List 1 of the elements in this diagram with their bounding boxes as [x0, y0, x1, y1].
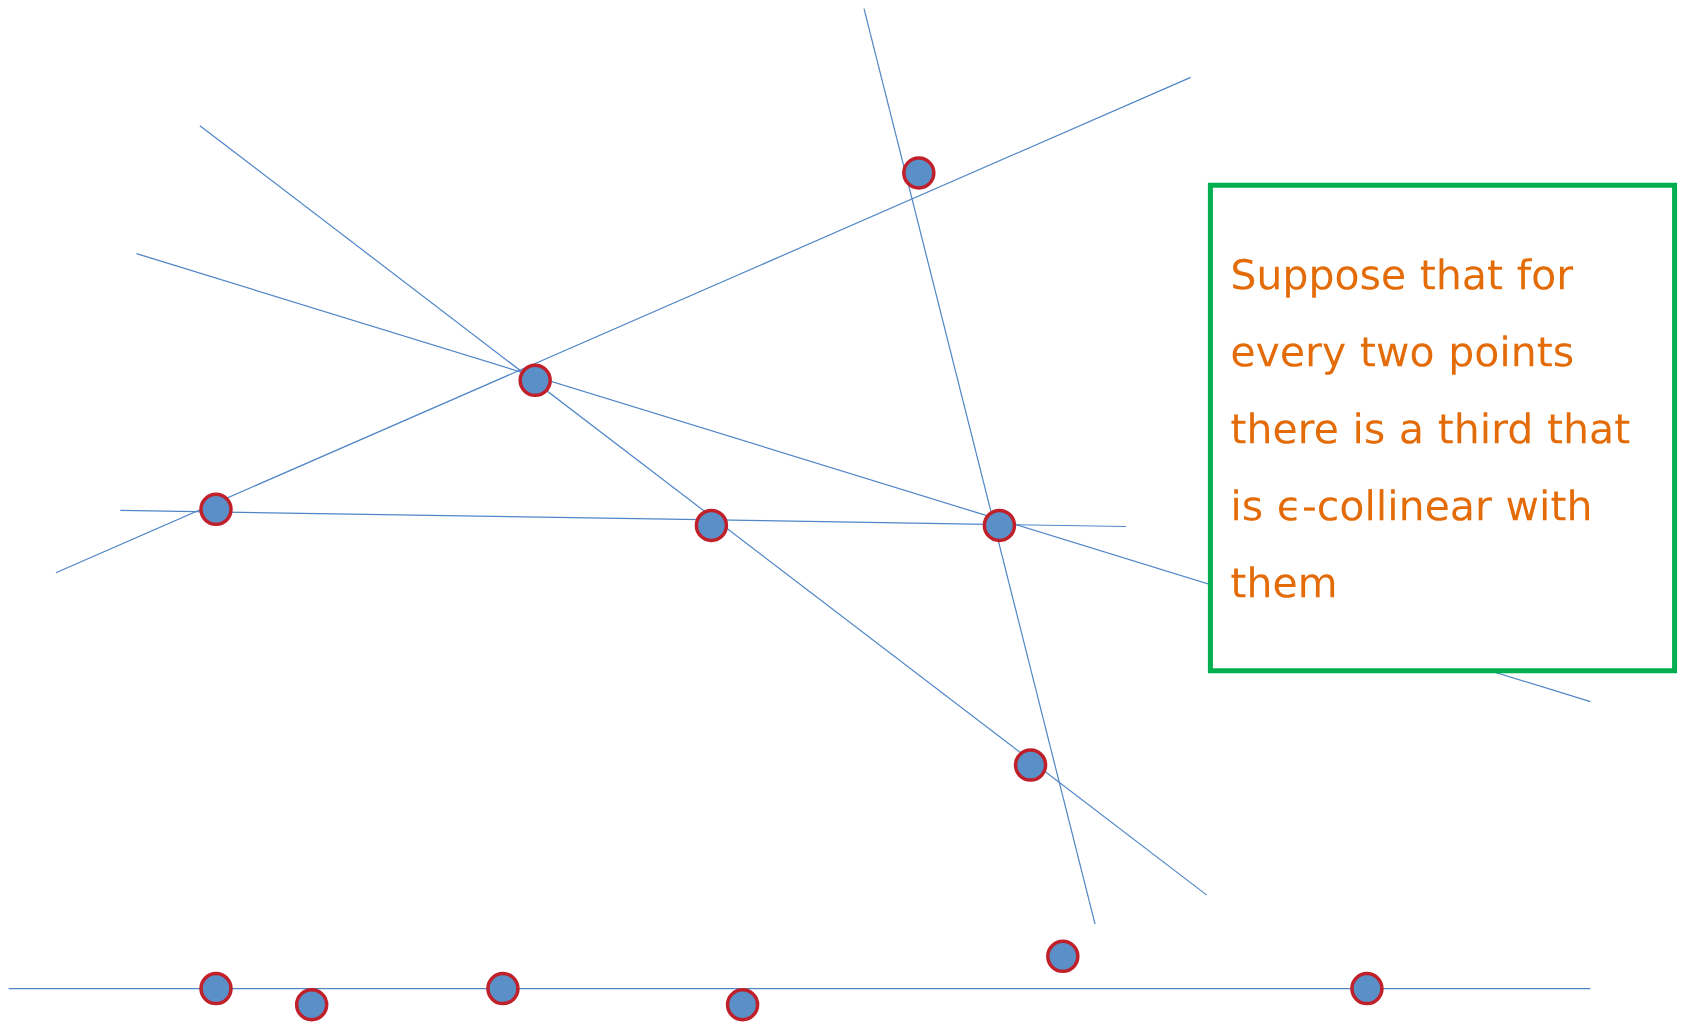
text-box: Suppose that for every two points there is a third that is ϵ-collinear with them — [1207, 182, 1678, 674]
